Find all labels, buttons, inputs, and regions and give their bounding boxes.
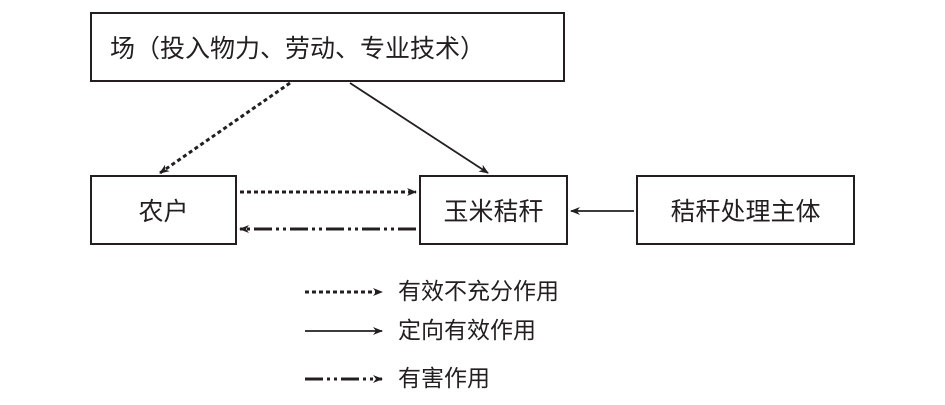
legend-label-dash-dot-dot: 有害作用: [398, 366, 490, 392]
node-field-label: 场（投入物力、劳动、专业技术）: [110, 34, 486, 63]
edge-field-to-straw: [349, 82, 489, 174]
node-corn-straw: 玉米秸秆: [419, 175, 568, 245]
node-straw-processor-label: 秸秆处理主体: [670, 197, 821, 226]
node-straw-processor: 秸秆处理主体: [636, 175, 855, 245]
legend-label-dotted: 有效不充分作用: [398, 279, 559, 305]
node-farmer: 农户: [90, 175, 237, 245]
legend-label-solid: 定向有效作用: [398, 318, 536, 344]
node-farmer-label: 农户: [138, 197, 189, 226]
node-field: 场（投入物力、劳动、专业技术）: [90, 12, 565, 82]
edge-field-to-farmer: [159, 81, 291, 175]
node-corn-straw-label: 玉米秸秆: [443, 197, 544, 226]
